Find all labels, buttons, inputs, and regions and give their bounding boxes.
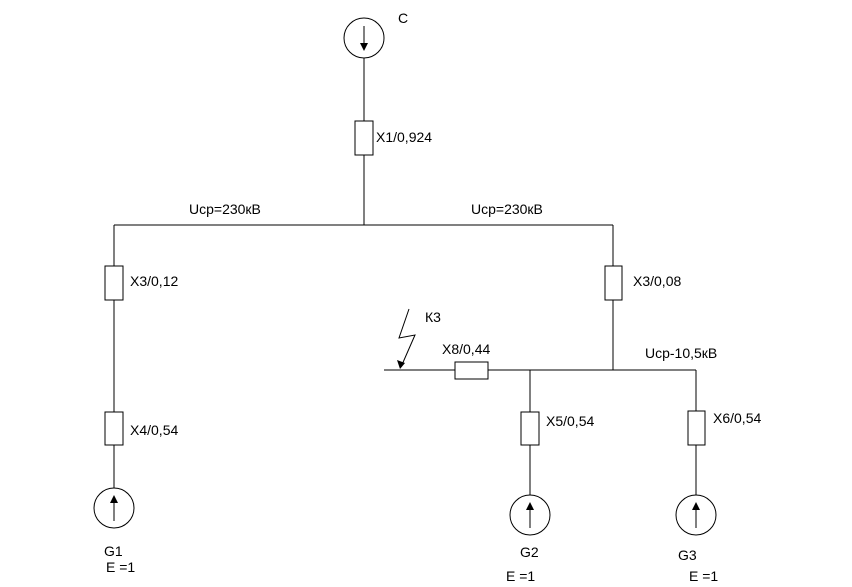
x4-label: X4/0,54 (130, 422, 178, 438)
g2-emf: E =1 (506, 568, 535, 584)
generator-g3 (675, 494, 717, 536)
source-label: C (398, 10, 408, 26)
x5-reactance (520, 411, 540, 446)
g1-label: G1 (104, 543, 123, 559)
generator-g1 (93, 487, 135, 529)
g1-emf: E =1 (106, 559, 135, 575)
g3-label: G3 (678, 547, 697, 563)
bus-10kv-label: Ucp-10,5кВ (645, 345, 717, 361)
g3-emf: E =1 (689, 568, 718, 584)
x6-reactance (687, 410, 706, 446)
x8-label: X8/0,44 (442, 341, 490, 357)
x1-label: X1/0,924 (376, 129, 432, 145)
x3-right-label: X3/0,08 (633, 273, 681, 289)
lightning-icon (397, 308, 416, 369)
arrow-up-icon (692, 502, 700, 528)
generator-g2 (509, 494, 551, 536)
x6-label: X6/0,54 (713, 410, 761, 426)
x5-label: X5/0,54 (546, 413, 594, 429)
arrow-down-icon (360, 26, 368, 51)
x3-right-reactance (604, 265, 623, 301)
g2-label: G2 (520, 544, 539, 560)
bus-230kv-left-label: Ucp=230кВ (189, 201, 261, 217)
arrow-up-icon (526, 502, 534, 528)
fault-label: К3 (425, 309, 441, 325)
x3-left-reactance (104, 265, 124, 301)
system-source (343, 17, 385, 59)
x8-reactance (454, 361, 489, 380)
bus-230kv-right-label: Ucp=230кВ (471, 201, 543, 217)
arrow-up-icon (110, 495, 118, 521)
x3-left-label: X3/0,12 (130, 273, 178, 289)
x1-reactance (354, 120, 374, 156)
x4-reactance (104, 411, 124, 446)
